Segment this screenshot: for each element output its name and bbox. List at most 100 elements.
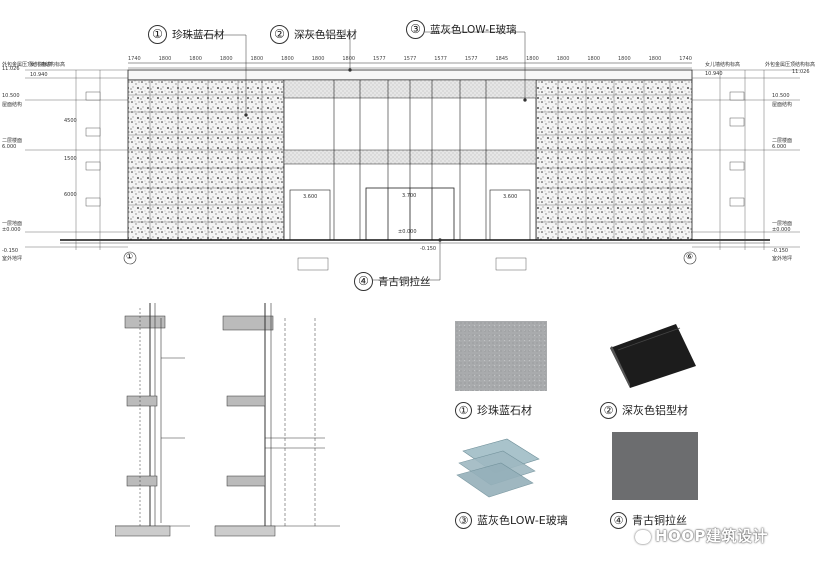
callout-3-number: ③ (406, 20, 425, 39)
level-left-label: 女儿墙结构标高 (30, 62, 66, 68)
material-swatch-stone (455, 321, 547, 391)
dim-label: 1577 (373, 56, 386, 62)
material-swatch-aluminum (608, 322, 698, 390)
material-1-number: ① (455, 402, 472, 419)
callout-4: ④ 青古铜拉丝 (354, 272, 431, 291)
level-right-value: 11.026 (792, 69, 810, 75)
dim-label: 1800 (250, 56, 264, 62)
callout-2-text: 深灰色铝型材 (294, 29, 357, 41)
level-right-label: 女儿墙结构标高 (705, 62, 741, 68)
right-level-lines (692, 69, 800, 250)
dim-label: 1800 (648, 56, 662, 62)
dim-label: 1740 (128, 56, 141, 62)
level-right-label: 室外地坪 (772, 256, 793, 262)
material-swatch-bronze (612, 432, 698, 500)
material-label-3: ③ 蓝灰色LOW-E玻璃 (455, 512, 568, 529)
material-label-2: ② 深灰色铝型材 (600, 402, 688, 419)
material-4-number: ④ (610, 512, 627, 529)
level-right-value: 6.000 (772, 144, 787, 150)
section-detail-left (115, 303, 190, 537)
dim-label: 1800 (526, 56, 539, 62)
material-4-text: 青古铜拉丝 (632, 514, 687, 527)
aluminum-profile-svg (610, 324, 696, 388)
level-right-label: 二层楼面 (772, 138, 793, 144)
level-right-value: 10.500 (772, 93, 790, 99)
callout-2: ② 深灰色铝型材 (270, 25, 357, 44)
material-2-number: ② (600, 402, 617, 419)
level-left-value: 6.000 (2, 144, 17, 150)
callout-3-text: 蓝灰色LOW-E玻璃 (430, 24, 517, 36)
door-label: 3.600 (303, 194, 318, 200)
vertical-dim: 6000 (64, 192, 77, 198)
level-left-label: 外包金属压顶结构标高 (2, 62, 53, 68)
dim-label: 1577 (403, 56, 417, 62)
door-label: 3.700 (402, 193, 417, 199)
material-label-4: ④ 青古铜拉丝 (610, 512, 687, 529)
wechat-icon (635, 529, 651, 544)
material-1-text: 珍珠蓝石材 (477, 404, 532, 417)
watermark-text: HOOP建筑设计 (655, 527, 769, 545)
level-left-label: 一层地面 (2, 221, 23, 227)
parapet-band (127, 69, 693, 81)
door-label: -0.150 (420, 246, 437, 252)
level-right-label: 一层地面 (772, 221, 793, 227)
callout-4-text: 青古铜拉丝 (378, 276, 431, 288)
dim-label: 1800 (556, 56, 570, 62)
door-label: 3.600 (503, 194, 518, 200)
callout-1-number: ① (148, 25, 167, 44)
section-detail-right (214, 303, 340, 537)
axis-circle-left (123, 251, 137, 265)
dim-label: 1845 (495, 56, 509, 62)
level-right-value: ±0.000 (772, 227, 791, 233)
callout-leaders (180, 31, 527, 281)
watermark: HOOP建筑设计 (635, 525, 768, 546)
dim-label: 1577 (434, 56, 447, 62)
material-2-text: 深灰色铝型材 (622, 404, 688, 417)
material-3-text: 蓝灰色LOW-E玻璃 (477, 514, 568, 527)
callout-2-number: ② (270, 25, 289, 44)
material-3-number: ③ (455, 512, 472, 529)
right-stone-joints (536, 80, 692, 240)
glass-panes-svg (456, 438, 540, 498)
axis-label-left: ① (126, 252, 134, 261)
callout-1-text: 珍珠蓝石材 (172, 29, 225, 41)
elevation-drawing: ① 珍珠蓝石材 ② 深灰色铝型材 ③ 蓝灰色LOW-E玻璃 ④ 青古铜拉丝 ① ⑥ 17… (2, 20, 816, 291)
section-details-svg (115, 303, 340, 537)
left-stone-joints (128, 80, 284, 240)
door-label: ±0.000 (398, 229, 417, 235)
level-left-value: 11.026 (2, 66, 20, 72)
top-dimensions: 1740 1800 1800 1800 1800 1800 1800 1800 … (128, 56, 692, 62)
callout-3: ③ 蓝灰色LOW-E玻璃 (406, 20, 517, 39)
dim-label: 1800 (311, 56, 325, 62)
dim-label: 1800 (342, 56, 356, 62)
axis-circle-right (683, 251, 697, 265)
axis-label-right: ⑥ (686, 252, 694, 261)
level-left-label: 屋面结构 (2, 102, 23, 108)
vertical-dim: 4500 (64, 118, 77, 124)
callout-1: ① 珍珠蓝石材 (148, 25, 225, 44)
level-right-value: 10.940 (705, 71, 723, 77)
level-left-value: ±0.000 (2, 227, 21, 233)
level-left-label: 二层楼面 (2, 138, 23, 144)
callout-4-number: ④ (354, 272, 373, 291)
left-stone-wall (127, 79, 285, 241)
level-left-label: 室外地坪 (2, 256, 23, 262)
material-swatch-glass (455, 433, 547, 501)
level-right-label: 外包金属压顶结构标高 (765, 62, 816, 68)
section-details (115, 298, 345, 548)
dim-label: 1800 (281, 56, 294, 62)
level-left-value: 10.500 (2, 93, 20, 99)
dim-label: 1800 (219, 56, 233, 62)
material-label-1: ① 珍珠蓝石材 (455, 402, 532, 419)
level-left-value: -0.150 (2, 248, 19, 254)
elevation-svg (25, 31, 800, 281)
dim-label: 1800 (189, 56, 202, 62)
level-right-label: 屋面结构 (772, 102, 793, 108)
dim-label: 1800 (587, 56, 601, 62)
dim-label: 1800 (618, 56, 631, 62)
vertical-dim: 1500 (64, 156, 77, 162)
left-level-lines (25, 69, 128, 250)
level-right-value: -0.150 (772, 248, 789, 254)
dim-label: 1800 (158, 56, 172, 62)
dim-label: 1740 (679, 56, 692, 62)
